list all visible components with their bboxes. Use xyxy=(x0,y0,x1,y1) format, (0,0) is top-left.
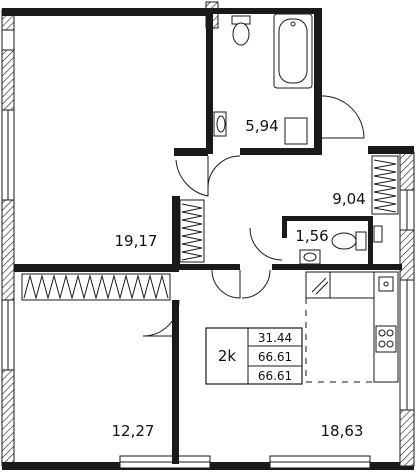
total-area-value-2: 66.61 xyxy=(258,369,292,383)
windows xyxy=(1,29,415,469)
bedroom-divider-wall xyxy=(14,264,179,272)
bath-bottom-wall-right xyxy=(240,148,322,155)
stove-burner-3 xyxy=(378,340,386,348)
door-kitchen xyxy=(241,269,271,299)
stove-burner-4 xyxy=(386,340,394,348)
internal-walls xyxy=(14,14,402,464)
hall-bottom-wall-left xyxy=(176,264,240,270)
stove-burner-2 xyxy=(386,329,394,337)
wc-bowl xyxy=(331,232,357,250)
room-area-toilet: 1,56 xyxy=(295,227,328,245)
door-toilet xyxy=(249,227,283,261)
sink-bowl xyxy=(216,115,226,133)
room-area-bedroom-2: 12,27 xyxy=(112,422,155,440)
stove xyxy=(375,325,397,353)
room-area-kitchen-living: 18,63 xyxy=(321,422,364,440)
kitchen-fixtures xyxy=(305,271,399,383)
room-labels: 19,17 5,94 9,04 1,56 12,27 18,63 xyxy=(112,117,366,440)
toilet-right-wall xyxy=(368,216,373,266)
doors xyxy=(142,95,365,337)
room-area-bedroom-1: 19,17 xyxy=(115,232,158,250)
wc-tank xyxy=(355,231,367,251)
door-entrance xyxy=(321,95,365,139)
washing-machine xyxy=(284,117,308,145)
toilet-bowl xyxy=(232,22,250,46)
bath-left-wall xyxy=(206,14,213,154)
apartment-info-box: 2k 31.44 66.61 66.61 xyxy=(205,327,303,385)
bathtub-inner xyxy=(278,18,308,84)
stove-burner-1 xyxy=(378,329,386,337)
total-area-value: 66.61 xyxy=(258,350,292,364)
door-bedroom2 xyxy=(211,269,241,299)
door-bedroom2-swing xyxy=(142,299,180,337)
rooms-count-label: 2k xyxy=(218,347,237,365)
toilet-left-wall xyxy=(282,216,287,238)
bedroom2-right-wall xyxy=(172,300,179,464)
bath-bottom-wall-left xyxy=(174,148,208,156)
wc-fixture xyxy=(373,225,383,243)
bedroom1-right-wall xyxy=(172,196,180,268)
top-wall-bath xyxy=(206,8,322,14)
toilet-top-wall xyxy=(282,216,372,221)
door-bath xyxy=(207,155,241,189)
ventilation-mark xyxy=(311,277,327,293)
wardrobe-bedroom2 xyxy=(21,273,171,301)
wc-sink-bowl xyxy=(303,252,317,262)
room-area-hallway: 9,04 xyxy=(332,190,365,208)
hall-bottom-wall-right xyxy=(272,264,402,270)
wardrobes xyxy=(21,155,399,301)
bathroom-fixtures xyxy=(213,13,313,145)
living-area-value: 31.44 xyxy=(258,331,292,345)
room-area-bathroom: 5,94 xyxy=(245,117,278,135)
door-bedroom1 xyxy=(175,156,209,197)
right-top-wall xyxy=(368,146,414,154)
kitchen-sink-drain xyxy=(383,281,389,287)
window-left-1 xyxy=(1,29,15,51)
bath-right-wall xyxy=(314,8,322,148)
bathtub-drain xyxy=(290,21,296,27)
info-box-frame xyxy=(205,327,303,385)
left-outer-wall xyxy=(1,9,15,467)
toilet-fixtures xyxy=(299,225,383,265)
top-wall-left xyxy=(2,8,210,16)
